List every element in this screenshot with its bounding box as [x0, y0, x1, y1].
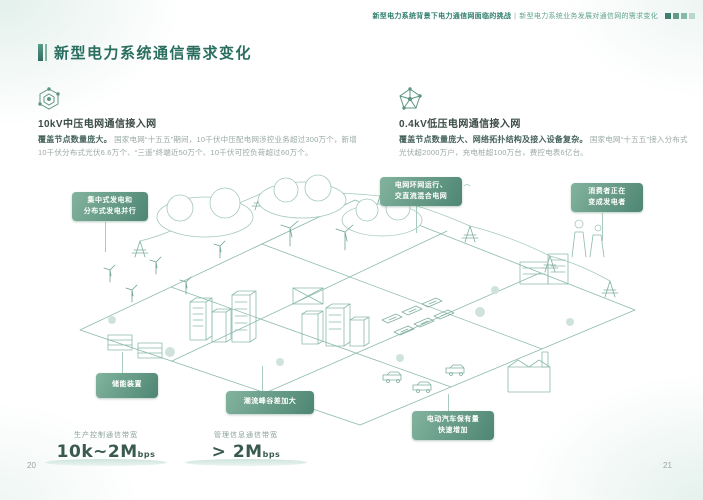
section-text-lv: 国家电网“十五五”接入分布式光伏超2000万户，充电桩超100万台，费控电表6亿… — [399, 135, 688, 157]
callout-grid: 电网环网运行、 交直流混合电网 — [380, 177, 462, 206]
callout-line: 电动汽车保有量 — [426, 416, 480, 423]
stat-unit: bps — [137, 450, 156, 459]
callout-storage: 储能装置 — [96, 373, 158, 398]
label-connector — [262, 366, 263, 392]
section-heading-lv: 0.4kV低压电网通信接入网 — [399, 119, 521, 130]
stat-production-bandwidth: 生产控制通信带宽 10k~2Mbps — [41, 430, 171, 466]
callout-line: 储能装置 — [112, 381, 142, 388]
stat-unit: bps — [262, 450, 281, 459]
stat-value: > 2Mbps — [181, 442, 311, 462]
stat-label: 管理信息通信带宽 — [214, 432, 278, 439]
label-connector — [416, 205, 417, 233]
section-text-mv: 国家电网“十五五”期间，10千伏中压配电网涉控业务超过300万个，新增10千伏分… — [38, 135, 357, 157]
stat-shadow-ellipse — [45, 459, 167, 466]
callout-generation: 集中式发电和 分布式发电并行 — [72, 192, 148, 221]
stat-label: 生产控制通信带宽 — [74, 432, 138, 439]
callout-line: 消费者正在 — [588, 188, 626, 195]
header-breadcrumb: 新型电力系统背景下电力通信网面临的挑战|新型电力系统业务发展对通信网的需求变化 — [372, 11, 658, 21]
callout-line: 电网环网运行、 — [394, 182, 448, 189]
page-number-right: 21 — [663, 461, 672, 470]
header-left-text: 新型电力系统背景下电力通信网面临的挑战 — [372, 13, 512, 20]
callout-line: 变成发电者 — [588, 198, 626, 206]
callout-line: 快速增加 — [438, 426, 468, 434]
star-network-icon — [399, 87, 422, 110]
header-right-text: 新型电力系统业务发展对通信网的需求变化 — [519, 13, 658, 20]
section-lead-mv: 覆盖节点数量庞大。 — [38, 135, 112, 144]
callout-line: 交直流混合电网 — [394, 192, 448, 200]
hexagon-network-icon — [38, 87, 60, 110]
callout-line: 集中式发电和 — [87, 197, 133, 204]
label-connector — [105, 222, 106, 252]
page-title: 新型电力系统通信需求变化 — [54, 45, 253, 62]
section-body-mv: 覆盖节点数量庞大。 国家电网“十五五”期间，10千伏中压配电网涉控业务超过300… — [38, 134, 363, 159]
callout-flow: 潮流峰谷差加大 — [226, 391, 314, 414]
title-bar-icon — [38, 44, 47, 61]
page-header: 新型电力系统背景下电力通信网面临的挑战|新型电力系统业务发展对通信网的需求变化 — [372, 11, 695, 21]
label-connector — [448, 394, 449, 412]
callout-line: 潮流峰谷差加大 — [243, 398, 297, 405]
page-number-left: 20 — [27, 461, 36, 470]
header-deco-squares-icon — [665, 13, 695, 19]
callout-consumer: 消费者正在 变成发电者 — [571, 183, 643, 212]
header-separator: | — [514, 13, 517, 20]
callout-line: 分布式发电并行 — [83, 207, 137, 215]
stat-management-bandwidth: 管理信息通信带宽 > 2Mbps — [181, 430, 311, 466]
callout-ev: 电动汽车保有量 快速增加 — [412, 411, 494, 440]
label-connector — [122, 352, 123, 374]
section-body-lv: 覆盖节点数量庞大、网络拓扑结构及接入设备复杂。 国家电网“十五五”接入分布式光伏… — [399, 134, 691, 159]
label-connector — [602, 213, 603, 241]
page-title-row: 新型电力系统通信需求变化 — [38, 42, 252, 63]
section-heading-mv: 10kV中压电网通信接入网 — [38, 119, 157, 130]
stat-number: > 2M — [211, 442, 263, 462]
section-lead-lv: 覆盖节点数量庞大、网络拓扑结构及接入设备复杂。 — [399, 135, 588, 144]
stat-number: 10k~2M — [56, 442, 138, 462]
stat-shadow-ellipse — [185, 459, 307, 466]
stat-value: 10k~2Mbps — [41, 442, 171, 462]
